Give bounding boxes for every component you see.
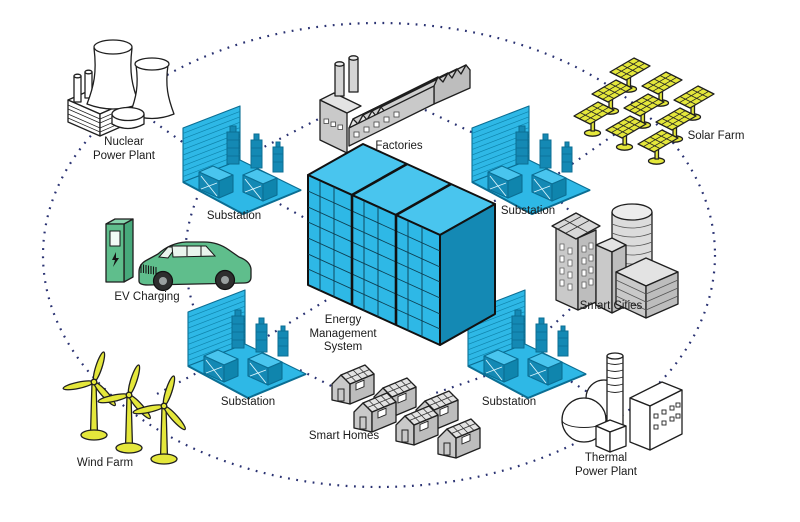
label-substation-southeast: Substation [481,396,537,408]
label-smart-cities: Smart Cities [579,300,643,312]
cooling-tower [86,47,140,110]
charging-station [123,218,134,283]
substation-northeast-icon [471,105,591,215]
label-substation-northwest: Substation [206,210,262,222]
wind-farm-icon [61,350,189,465]
solar-farm-icon [573,57,715,165]
smart-homes-icon [331,364,481,459]
label-solar-farm: Solar Farm [687,130,745,142]
thermal-power-plant-icon [561,352,683,453]
label-wind-farm: Wind Farm [76,457,134,469]
factories-icon [319,55,471,154]
label-smart-homes: Smart Homes [308,430,380,442]
outer-ring-connector [41,21,717,489]
smart-cities-icon [551,203,679,319]
label-factories: Factories [375,140,423,152]
ev-charging-icon [105,218,252,292]
substation-northwest-icon [182,105,302,215]
label-substation-northeast: Substation [500,205,556,217]
energy-management-system-icon [307,143,496,346]
nuclear-power-plant-icon [67,39,175,137]
label-ev-charging: EV Charging [114,291,180,303]
label-substation-southwest: Substation [220,396,276,408]
substation-southwest-icon [187,289,307,399]
electric-car [138,241,252,292]
